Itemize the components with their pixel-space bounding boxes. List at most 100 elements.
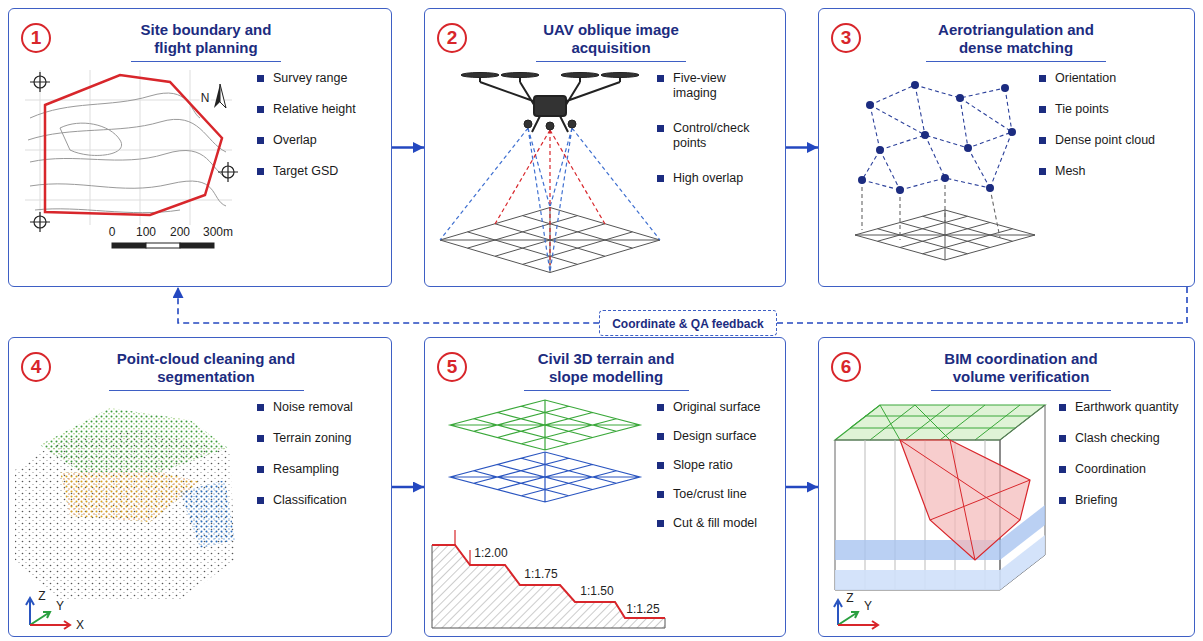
illustration-path (838, 612, 858, 625)
panel-title: Civil 3D terrain and slope modelling (524, 350, 689, 391)
illustration-circle (866, 101, 874, 109)
bullet-square (257, 466, 264, 473)
bullet-square (1059, 466, 1066, 473)
bullet-item: Slope ratio (673, 458, 779, 473)
step-number: 4 (31, 356, 42, 377)
illustration-rect (112, 243, 146, 248)
bullet-square (657, 491, 664, 498)
panel-title: Aerotriangulation and dense matching (926, 21, 1106, 62)
original-surface (450, 400, 640, 450)
bullet-item: Coordination (1075, 462, 1188, 477)
bullet-item: Terrain zoning (273, 431, 385, 446)
illustration-path (862, 85, 1012, 190)
slope-ratio-label: 1:2.00 (473, 546, 508, 560)
illustration-path (30, 212, 50, 232)
step-number: 3 (841, 27, 852, 48)
step-number-circle: 4 (21, 352, 51, 382)
step-number-circle: 5 (437, 352, 467, 382)
process-panel: BIM coordination and volume verification… (818, 337, 1195, 637)
bullet-item: Toe/crust line (673, 487, 779, 502)
bullet-square (657, 520, 664, 527)
illustration-ellipse (461, 73, 499, 78)
illustration-ellipse (561, 73, 599, 78)
bullet-square (657, 433, 664, 440)
step-number: 6 (841, 356, 852, 377)
illustration-path (862, 178, 1000, 240)
slope-ground (432, 545, 665, 628)
slope-line (432, 545, 665, 618)
scale-label: 0 (108, 225, 117, 239)
flow-arrow (786, 486, 818, 489)
feedback-line (178, 287, 599, 323)
bullet-item: High overlap (673, 171, 763, 186)
north-arrow (214, 84, 226, 108)
tie-points (858, 81, 1016, 194)
illustration-path (838, 621, 878, 629)
scale-bar (112, 243, 214, 248)
bullet-item: Overlap (273, 133, 385, 148)
illustration-path (495, 130, 605, 265)
bullet-item: Five-view imaging (673, 71, 763, 101)
bullet-square (1039, 137, 1046, 144)
site-map (25, 70, 232, 225)
bullet-square (257, 404, 264, 411)
illustration-path (834, 600, 842, 625)
bullet-item: Survey range (273, 71, 385, 86)
step-number: 5 (447, 356, 458, 377)
bullet-square (257, 497, 264, 504)
bullet-square (657, 404, 664, 411)
slope-ratio-label: 1:1.25 (625, 602, 660, 616)
axes-4 (26, 598, 70, 629)
illustration-polygon (1000, 535, 1045, 590)
illustration-path (60, 123, 122, 155)
illustration-circle (858, 176, 866, 184)
illustration-circle (986, 184, 994, 192)
illustration-path (25, 70, 232, 225)
bullet-item: Cut & fill model (673, 516, 779, 531)
scale-label: 300m (202, 225, 234, 239)
illustration-path (30, 150, 228, 178)
terrain-top (835, 405, 1045, 440)
flow-arrow (392, 486, 424, 489)
axis-label: Y (863, 599, 873, 613)
view-frustum-red (495, 130, 605, 265)
bullet-item: Classification (273, 493, 385, 508)
panel-title: Site boundary and flight planning (131, 21, 281, 62)
illustration-path (455, 530, 470, 565)
bullet-square (257, 75, 264, 82)
illustration-path (480, 76, 620, 82)
bullet-square (257, 106, 264, 113)
bullet-square (1059, 435, 1066, 442)
illustration-circle (568, 120, 576, 128)
illustration-rect (180, 243, 214, 248)
illustration-path (218, 162, 238, 182)
bullet-item: Noise removal (273, 400, 385, 415)
step-number-circle: 6 (831, 352, 861, 382)
flow-arrow (392, 146, 424, 149)
process-panel: Point-cloud cleaning and segmentationNoi… (8, 337, 392, 637)
bullet-square (257, 168, 264, 175)
illustration-circle (911, 81, 919, 89)
axis-label: Y (55, 599, 65, 613)
axis-label: Z (845, 591, 854, 605)
control-crosshairs (30, 72, 238, 232)
design-surface (450, 452, 640, 502)
illustration-rect (534, 96, 566, 116)
tie-network (862, 85, 1012, 240)
scale-label: 200 (169, 225, 191, 239)
bullet-square (257, 137, 264, 144)
bullet-square (257, 435, 264, 442)
bullet-item: Original surface (673, 400, 779, 415)
cut-region (900, 440, 1030, 560)
illustration-path (30, 181, 226, 206)
feedback-label: Coordinate & QA feedback (612, 317, 764, 331)
illustration-ellipse (601, 73, 639, 78)
illustration-circle (941, 174, 949, 182)
illustration-path (28, 119, 226, 152)
axis-label: X (75, 618, 85, 632)
illustration-rect (146, 243, 180, 248)
panel-title: BIM coordination and volume verification (931, 350, 1111, 391)
block-frame (835, 405, 1045, 590)
process-panel: Aerotriangulation and dense matchingOrie… (818, 8, 1195, 287)
